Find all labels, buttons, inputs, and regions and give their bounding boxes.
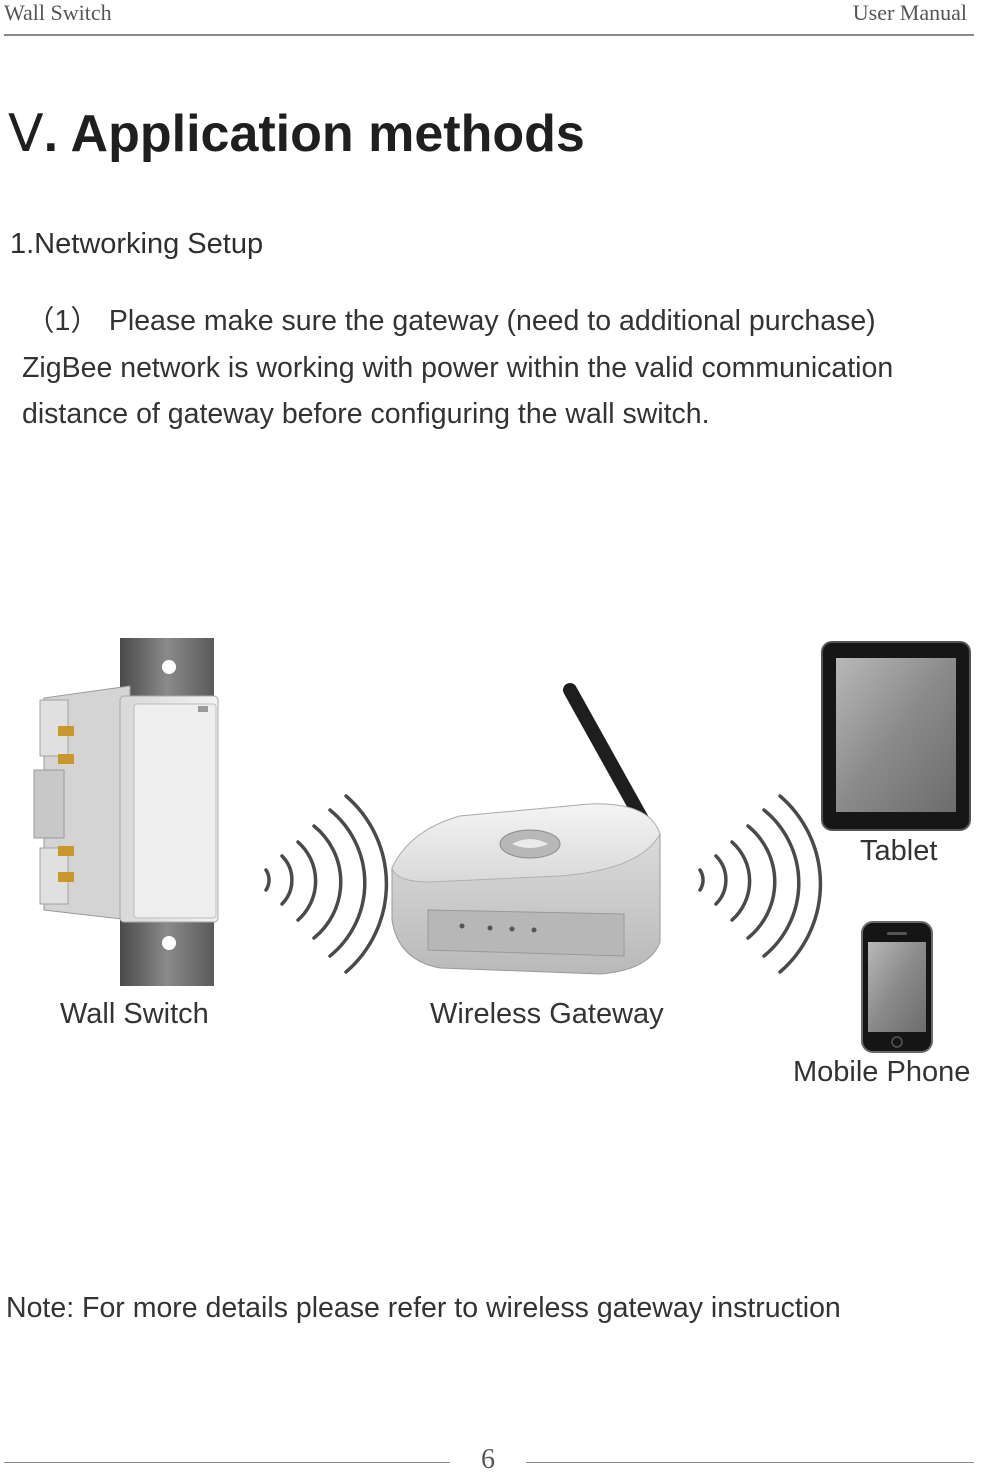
running-header-left: Wall Switch (4, 0, 112, 25)
footer-rule-left (4, 1462, 450, 1463)
section-title-text: Application methods (70, 105, 585, 163)
caption-mobile-phone: Mobile Phone (793, 1056, 971, 1088)
note-text: Note: For more details please refer to w… (6, 1292, 841, 1324)
instruction-paragraph: （1）Please make sure the gateway (need to… (22, 298, 993, 438)
paragraph-line-3: distance of gateway before configuring t… (22, 398, 710, 430)
section-numeral: Ⅴ (8, 104, 44, 164)
caption-wireless-gateway: Wireless Gateway (430, 998, 664, 1030)
caption-wall-switch: Wall Switch (60, 998, 209, 1030)
wireless-signal-icon (264, 794, 389, 974)
paragraph-line-2: ZigBee network is working with power wit… (22, 351, 894, 384)
wireless-signal-icon (698, 794, 823, 974)
paragraph-line-1: （1）Please make sure the gateway (need to… (26, 305, 876, 337)
section-title: Ⅴ. Application methods (8, 104, 585, 164)
footer-rule-right (526, 1462, 974, 1463)
section-separator: . (43, 105, 71, 163)
running-header-right: User Manual (852, 0, 967, 25)
wall-switch-image (33, 638, 219, 986)
subsection-heading: 1.Networking Setup (10, 228, 264, 260)
network-diagram (33, 638, 971, 1053)
header-rule (4, 34, 974, 36)
caption-tablet: Tablet (860, 835, 938, 867)
tablet-image (821, 641, 971, 831)
mobile-phone-image (861, 921, 933, 1053)
list-marker: （1） (26, 305, 99, 337)
page-number: 6 (481, 1444, 495, 1475)
wireless-gateway-image (391, 683, 661, 975)
